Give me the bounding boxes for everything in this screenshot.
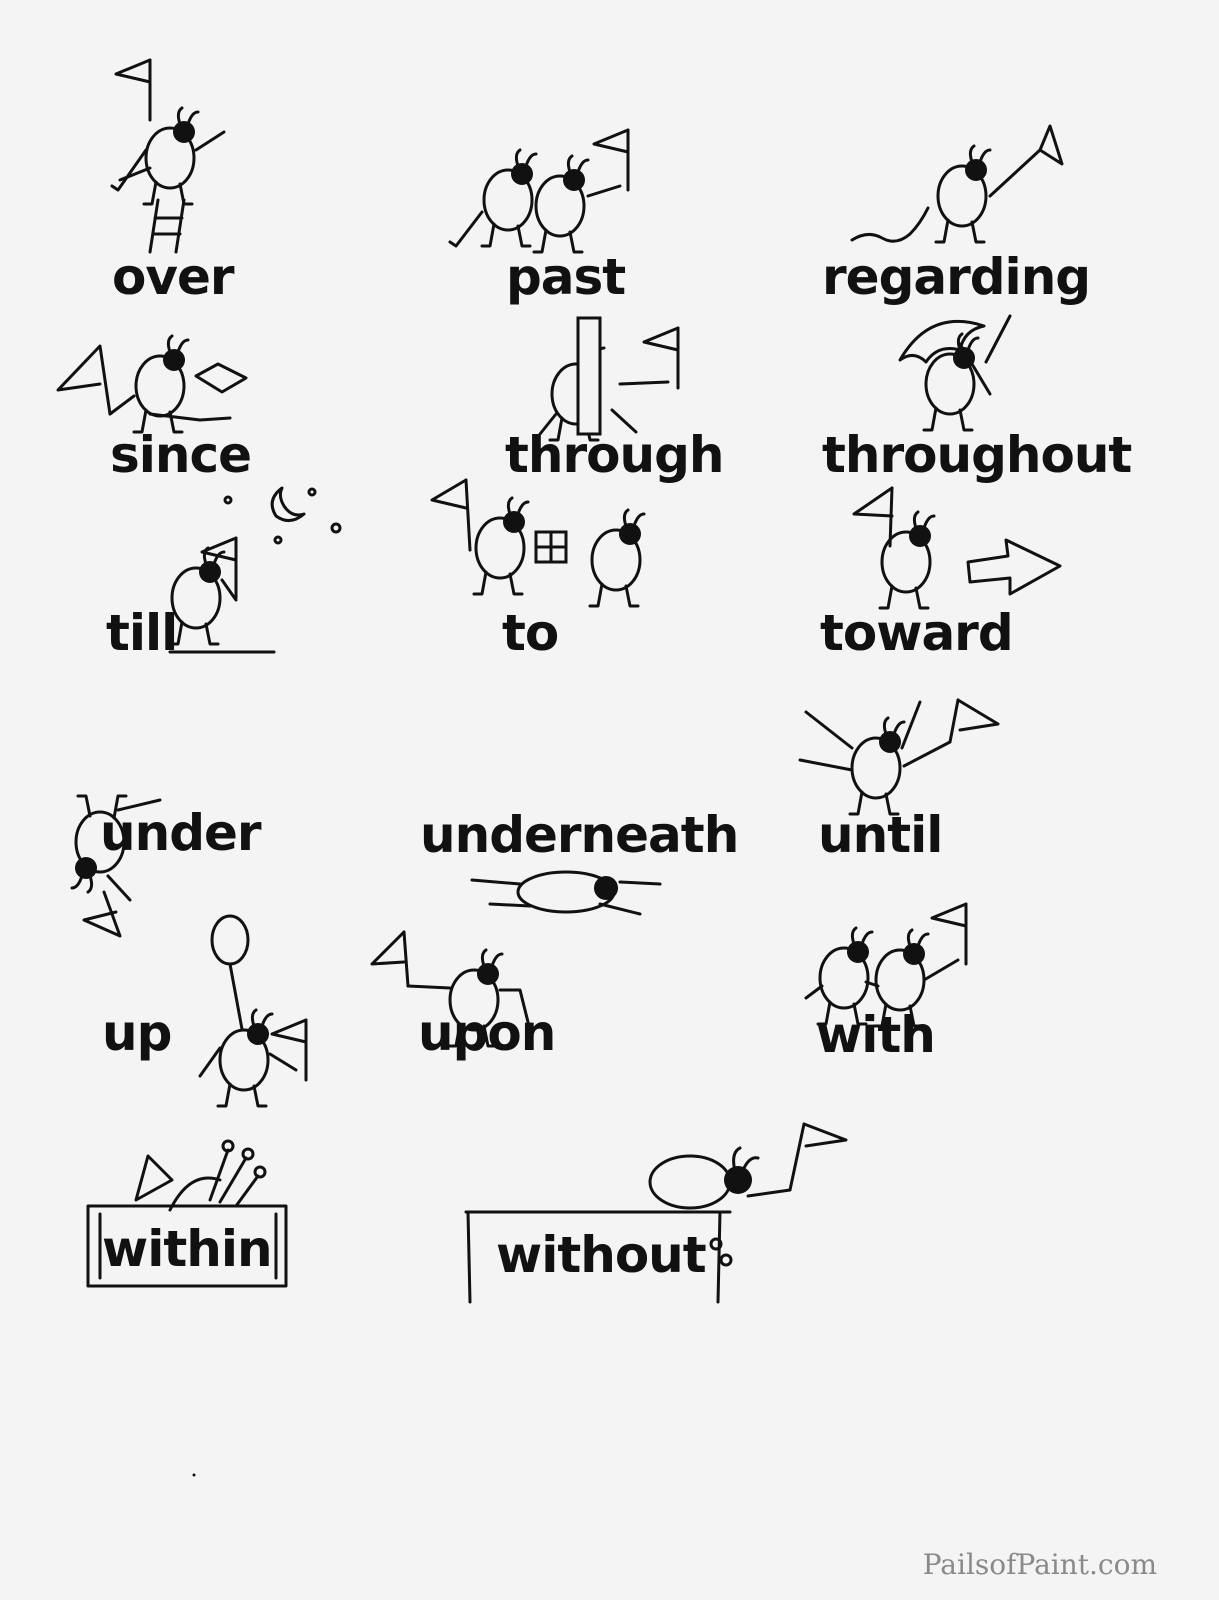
bug-with-arrow-icon xyxy=(852,486,1062,610)
word-with: with xyxy=(816,1006,936,1064)
bug-with-worm-icon xyxy=(850,124,1064,244)
word-up: up xyxy=(102,1004,172,1062)
word-past: past xyxy=(506,248,626,306)
bug-under-moon-icon xyxy=(168,486,342,654)
word-within: within xyxy=(102,1220,273,1278)
two-bugs-holding-hands-icon xyxy=(804,902,968,1028)
word-regarding: regarding xyxy=(822,248,1091,306)
word-without: without xyxy=(496,1226,707,1284)
word-to: to xyxy=(502,604,559,662)
bug-on-box-icon xyxy=(464,1122,848,1304)
bug-through-post-icon xyxy=(538,316,680,442)
two-bugs-walking-icon xyxy=(448,128,630,254)
word-throughout: throughout xyxy=(822,426,1132,484)
ink-speck xyxy=(192,1473,196,1477)
bug-with-balloon-icon xyxy=(198,914,308,1108)
word-toward: toward xyxy=(820,604,1014,662)
word-till: till xyxy=(106,604,178,662)
bug-with-umbrella-icon xyxy=(898,314,1012,432)
word-until: until xyxy=(818,806,943,864)
word-through: through xyxy=(505,426,724,484)
bug-sitting-icon xyxy=(370,930,532,1048)
word-underneath: underneath xyxy=(420,806,739,864)
bug-lying-down-icon xyxy=(470,870,662,916)
bug-climbing-ladder-icon xyxy=(110,58,226,254)
word-upon: upon xyxy=(418,1004,556,1062)
bug-upside-down-icon xyxy=(70,794,162,938)
word-under: under xyxy=(100,804,262,862)
word-over: over xyxy=(112,248,235,306)
watermark: PailsofPaint.com xyxy=(922,1548,1157,1581)
bug-reading-book-icon xyxy=(56,334,248,434)
word-since: since xyxy=(110,426,252,484)
bug-in-box-icon xyxy=(86,1139,288,1288)
bugs-giving-gift-icon xyxy=(430,478,646,608)
bug-waving-arms-icon xyxy=(798,698,1000,816)
